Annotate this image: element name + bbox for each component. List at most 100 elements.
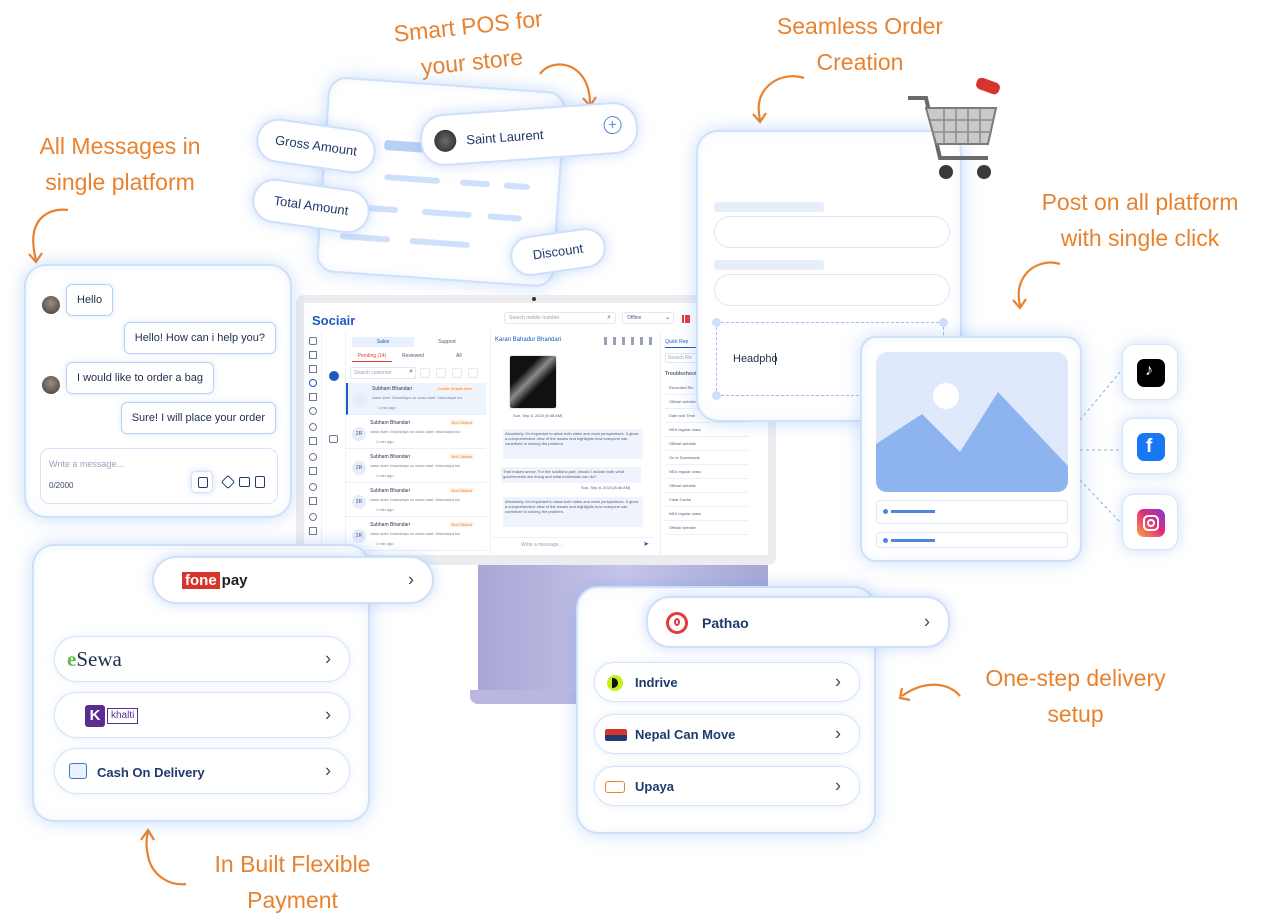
quick-reply-item[interactable]: Official website [665,521,749,535]
pathao-option[interactable]: Pathao › [646,596,950,648]
quick-reply-item[interactable]: Official website [665,479,749,493]
arrow-order-icon [752,75,805,124]
chevron-right-icon: › [835,775,841,796]
quick-reply-tab[interactable]: Quick Rep [665,337,705,348]
sort-icon[interactable] [436,368,446,378]
ticket-icon[interactable] [239,477,250,487]
more-icon[interactable] [468,368,478,378]
chat-pane: Karan Bahadur Bhandari Sun, Sep 8, 2024 … [490,331,656,555]
add-product-icon[interactable]: + [602,115,623,135]
message-input-placeholder: Write a message... [521,542,563,548]
resize-handle[interactable] [939,318,948,327]
customer-time: 1 min ago [376,541,394,546]
subtab-pending[interactable]: Pending (14) [352,351,392,362]
caption-payment: In Built Flexible Payment [214,851,371,913]
resize-handle[interactable] [712,318,721,327]
tab-support[interactable]: Support [438,339,456,345]
nav-image-icon[interactable] [309,365,317,373]
customer-tag: Not Clicked [449,488,474,493]
subtab-all[interactable]: All [456,353,462,359]
nav-team-icon[interactable] [309,513,317,521]
chat-message: Absolutely. It's important to allow both… [503,497,643,527]
message-composer[interactable]: Write a message... 0/2000 [40,448,278,504]
pathao-icon [666,612,688,634]
order-field-2[interactable] [714,274,950,306]
caption-order: Seamless Order Creation [776,13,944,75]
status-select[interactable]: Offline ⌄ [622,312,674,324]
cash-on-delivery-option[interactable]: Cash On Delivery › [54,748,350,794]
customer-tag: Not Clicked [449,454,474,459]
customer-row[interactable]: 2R Subham Bhandari Not Clicked class sta… [346,451,486,483]
quick-reply-item[interactable]: Go to Downloads [665,451,749,465]
esewa-option[interactable]: eSewa › [54,636,350,682]
tiktok-button[interactable]: ♪ [1122,344,1178,400]
quick-reply-item[interactable]: Clear Cache [665,493,749,507]
order-field-1[interactable] [714,216,950,248]
cash-on-delivery-label: Cash On Delivery [97,765,205,780]
nav-settings-icon[interactable] [309,423,317,431]
chat-time: Sun, Sep 8, 2024 (8:46 AM) [513,413,563,418]
esewa-logo-text: Sewa [76,647,122,671]
quick-reply-item[interactable]: NEA regular class [665,423,749,437]
nav-doc-icon[interactable] [309,527,317,535]
customer-search-input[interactable]: Search customer ⌕ [350,367,416,379]
nav-user-icon[interactable] [309,483,317,491]
indrive-label: Indrive [635,675,678,690]
tab-sales[interactable]: Sales [352,337,414,347]
quick-reply-item[interactable]: NEA regular class [665,507,749,521]
nav-grid-icon[interactable] [309,351,317,359]
line-bar [891,510,935,513]
refresh-icon[interactable] [420,368,430,378]
resize-handle[interactable] [712,391,721,400]
caption-line-2 [876,532,1068,548]
quick-reply-item[interactable]: NEA regular class [665,465,749,479]
subtab-reviewed[interactable]: Reviewed [402,353,424,359]
note-icon[interactable] [191,471,213,493]
message-input[interactable]: Write a message... ➤ [493,537,653,551]
nav-send-icon[interactable] [309,337,317,345]
customer-row[interactable]: Subham Bhandari Create Details here clas… [346,383,486,415]
upaya-option[interactable]: Upaya › [594,766,860,806]
comment-icon[interactable] [329,435,338,443]
customer-avatar [42,296,60,314]
arrow-payment-icon [140,827,187,886]
nav-package-icon[interactable] [309,497,317,505]
customer-tag: Create Details here [435,386,474,391]
chat-bubble-icon[interactable] [329,371,339,381]
indrive-option[interactable]: Indrive › [594,662,860,702]
quick-reply-item[interactable]: Date and Time [665,409,749,423]
invoice-icon[interactable] [255,476,265,488]
customer-name: Subham Bhandari [372,386,413,392]
product-thumbnail [433,129,458,153]
customer-row[interactable]: 2R Subham Bhandari Not Clicked class sta… [346,417,486,449]
customer-row[interactable]: 2R Subham Bhandari Not Clicked class sta… [346,485,486,517]
nepal-can-move-option[interactable]: Nepal Can Move › [594,714,860,754]
nav-box-icon[interactable] [309,467,317,475]
customer-search-placeholder: Search customer [354,370,392,376]
nav-globe-icon[interactable] [309,453,317,461]
send-icon[interactable]: ➤ [643,541,649,548]
tiktok-icon: ♪ [1137,359,1165,387]
chevron-right-icon: › [835,723,841,744]
upaya-icon [605,781,625,793]
quick-reply-item[interactable]: Official website [665,437,749,451]
tag-icon[interactable] [220,474,236,490]
nav-target-icon[interactable] [309,407,317,415]
chat-contact-name: Karan Bahadur Bhandari [495,337,562,343]
chevron-down-icon: ⌄ [664,315,670,321]
facebook-icon: f [1137,433,1165,461]
facebook-button[interactable]: f [1122,418,1178,474]
chevron-right-icon: › [924,611,930,632]
nav-list-icon[interactable] [309,393,317,401]
app-search-input[interactable]: Search mobile number ⌕ [504,312,616,324]
instagram-button[interactable] [1122,494,1178,550]
nav-phone-icon[interactable] [309,379,317,387]
nav-clipboard-icon[interactable] [309,437,317,445]
filter-icon[interactable] [452,368,462,378]
pathao-label: Pathao [702,615,749,631]
customer-row[interactable]: 2R Subham Bhandari Not Clicked class sta… [346,519,486,551]
chat-image[interactable] [509,355,557,409]
customer-avatar: 2R [352,427,366,441]
